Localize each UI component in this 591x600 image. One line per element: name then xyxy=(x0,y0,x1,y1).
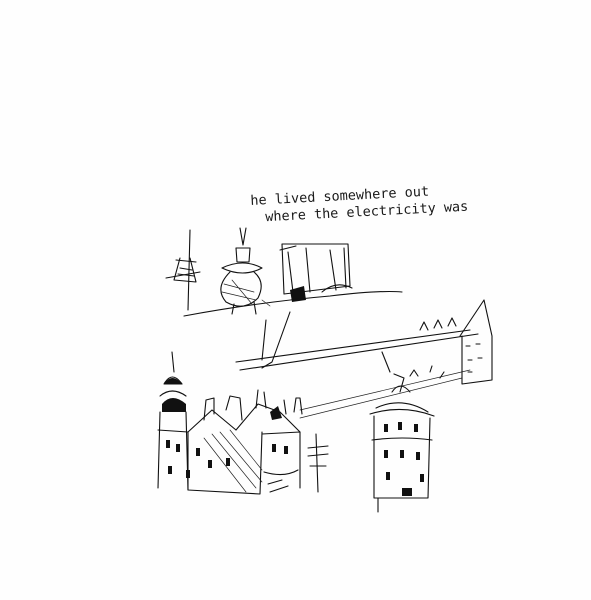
sketch-window-frame xyxy=(279,243,353,302)
sketch-ground-lines xyxy=(183,290,403,369)
sketch-utility-pole xyxy=(307,433,329,493)
sketch-power-lines xyxy=(235,329,479,419)
sketch-round-tower xyxy=(369,351,435,513)
sketch-lamp-post xyxy=(165,229,201,311)
sketch-spire-tower xyxy=(220,227,263,315)
sketch-small-marks xyxy=(409,365,445,379)
sketch-right-building xyxy=(419,299,493,385)
sketch-town-roofs xyxy=(187,389,303,495)
sketch-windows-left xyxy=(166,440,288,478)
sketch-church-left xyxy=(157,351,189,491)
